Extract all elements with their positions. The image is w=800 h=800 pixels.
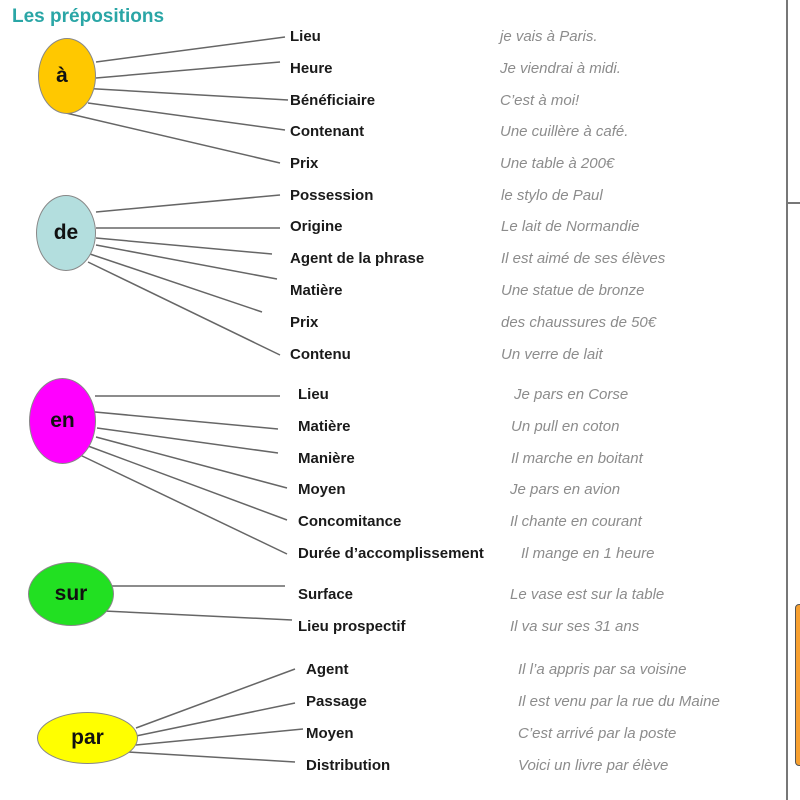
right-divider-tick: [786, 202, 800, 204]
usage-label: Matière: [290, 282, 343, 299]
preposition-a-label: à: [56, 64, 68, 87]
preposition-en-node: en: [29, 378, 96, 464]
usage-label: Agent de la phrase: [290, 250, 425, 267]
example-sentence: Une statue de bronze: [501, 282, 645, 299]
preposition-en-label: en: [50, 409, 75, 432]
example-sentence: C’est arrivé par la poste: [518, 725, 677, 742]
usage-label: Contenant: [290, 123, 365, 140]
usage-label: Moyen: [298, 481, 346, 498]
preposition-a-node: à: [38, 38, 96, 114]
usage-label: Possession: [290, 187, 374, 204]
example-sentence: Il chante en courant: [510, 513, 642, 530]
preposition-par-label: par: [71, 726, 104, 749]
example-sentence: Un pull en coton: [511, 418, 620, 435]
orange-box-edge: [795, 604, 800, 766]
preposition-de-node: de: [36, 195, 96, 271]
preposition-sur-node: sur: [28, 562, 114, 626]
usage-label: Lieu: [290, 28, 321, 45]
example-sentence: Je pars en Corse: [514, 386, 629, 403]
usage-label: Moyen: [306, 725, 354, 742]
example-sentence: Je viendrai à midi.: [500, 60, 621, 77]
example-sentence: C’est à moi!: [500, 92, 580, 109]
usage-label: Origine: [290, 218, 343, 235]
usage-label: Manière: [298, 450, 355, 467]
example-sentence: Il est venu par la rue du Maine: [518, 693, 720, 710]
example-sentence: Une table à 200€: [500, 155, 615, 172]
example-sentence: Il va sur ses 31 ans: [510, 618, 640, 635]
usage-label: Heure: [290, 60, 333, 77]
preposition-de-label: de: [53, 221, 79, 244]
page-title: Les prépositions: [12, 6, 165, 27]
usage-label: Lieu: [298, 386, 329, 403]
usage-label: Prix: [290, 155, 319, 172]
preposition-sur-label: sur: [54, 582, 88, 605]
example-sentence: Il marche en boitant: [511, 450, 643, 467]
example-sentence: Il mange en 1 heure: [521, 545, 655, 562]
usage-label: Prix: [290, 314, 319, 331]
example-sentence: Voici un livre par élève: [518, 757, 669, 774]
example-sentence: Une cuillère à café.: [500, 123, 629, 140]
example-sentence: le stylo de Paul: [501, 187, 603, 204]
usage-label: Bénéficiaire: [290, 92, 376, 109]
example-sentence: des chaussures de 50€: [501, 314, 657, 331]
usage-label: Surface: [298, 586, 354, 603]
usage-label: Distribution: [306, 757, 391, 774]
usage-label: Passage: [306, 693, 367, 710]
usage-label: Contenu: [290, 346, 351, 363]
usage-label: Lieu prospectif: [298, 618, 406, 635]
usage-label: Durée d’accomplissement: [298, 545, 484, 562]
usage-label: Concomitance: [298, 513, 402, 530]
example-sentence: Je pars en avion: [510, 481, 621, 498]
example-sentence: Le vase est sur la table: [510, 586, 665, 603]
preposition-par-node: par: [37, 712, 138, 764]
right-divider-line: [786, 0, 788, 800]
example-sentence: Un verre de lait: [501, 346, 603, 363]
usage-label: Agent: [306, 661, 349, 678]
example-sentence: Il est aimé de ses élèves: [501, 250, 666, 267]
example-sentence: je vais à Paris.: [500, 28, 598, 45]
example-sentence: Il l’a appris par sa voisine: [518, 661, 687, 678]
usage-label: Matière: [298, 418, 351, 435]
example-sentence: Le lait de Normandie: [501, 218, 640, 235]
